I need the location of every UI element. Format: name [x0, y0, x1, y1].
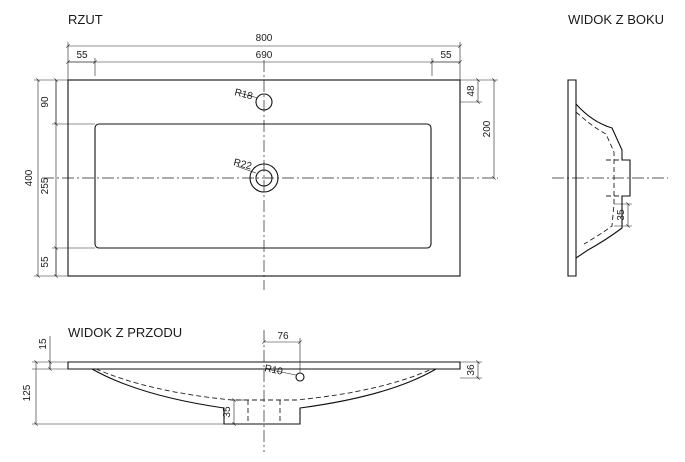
drain-outer: [249, 163, 279, 193]
dim-overall-depth: 400: [24, 169, 35, 186]
front-rim: [67, 361, 461, 370]
dim-top-band: 90: [40, 96, 51, 108]
plan-bowl-outline: [94, 123, 432, 249]
plan-view-title: RZUT: [68, 12, 103, 27]
dim-right-edge-offset: 48: [466, 85, 477, 97]
side-inner-profile: [575, 111, 615, 245]
drain-inner: [255, 169, 273, 187]
tap-hole-leader: [235, 91, 259, 99]
dim-right-hole-offset: 200: [482, 120, 493, 137]
drain-leader: [235, 165, 257, 174]
plan-view: RZUT R18 R22 800 55 690 55: [24, 12, 498, 290]
overflow-radius-label: R10: [263, 363, 284, 378]
front-inner-profile: [95, 368, 433, 401]
side-rim: [567, 79, 577, 277]
front-outer-profile: [91, 368, 437, 425]
front-dim-rim-thickness: 15: [38, 338, 49, 350]
front-view: WIDOK Z PRZODU R10 76 15 125 35: [22, 325, 482, 452]
front-drain-lines: [247, 400, 281, 424]
side-drain-lines: [606, 159, 620, 197]
tap-hole-radius-label: R18: [233, 87, 254, 102]
dim-overall-width: 800: [256, 33, 273, 44]
dim-bowl-depth: 255: [40, 177, 51, 194]
overflow-leader: [265, 368, 297, 376]
drain-radius-label: R22: [232, 157, 253, 172]
front-dim-rim-height: 36: [466, 364, 477, 376]
side-view: WIDOK Z BOKU 35: [552, 12, 668, 277]
tap-hole: [255, 93, 273, 111]
overflow-hole: [295, 372, 305, 382]
front-dim-bowl-height: 125: [22, 384, 33, 401]
front-dim-drain-height: 35: [222, 406, 233, 418]
dim-margin-right: 55: [440, 50, 452, 61]
side-dim-drain-height: 35: [616, 209, 627, 221]
dim-inner-width: 690: [256, 50, 273, 61]
side-outer-profile: [575, 103, 631, 259]
dim-margin-left: 55: [76, 50, 88, 61]
side-view-title: WIDOK Z BOKU: [568, 12, 664, 27]
front-view-title: WIDOK Z PRZODU: [68, 325, 182, 340]
dim-bottom-band: 55: [40, 256, 51, 268]
front-dim-drain-offset: 76: [277, 331, 289, 342]
